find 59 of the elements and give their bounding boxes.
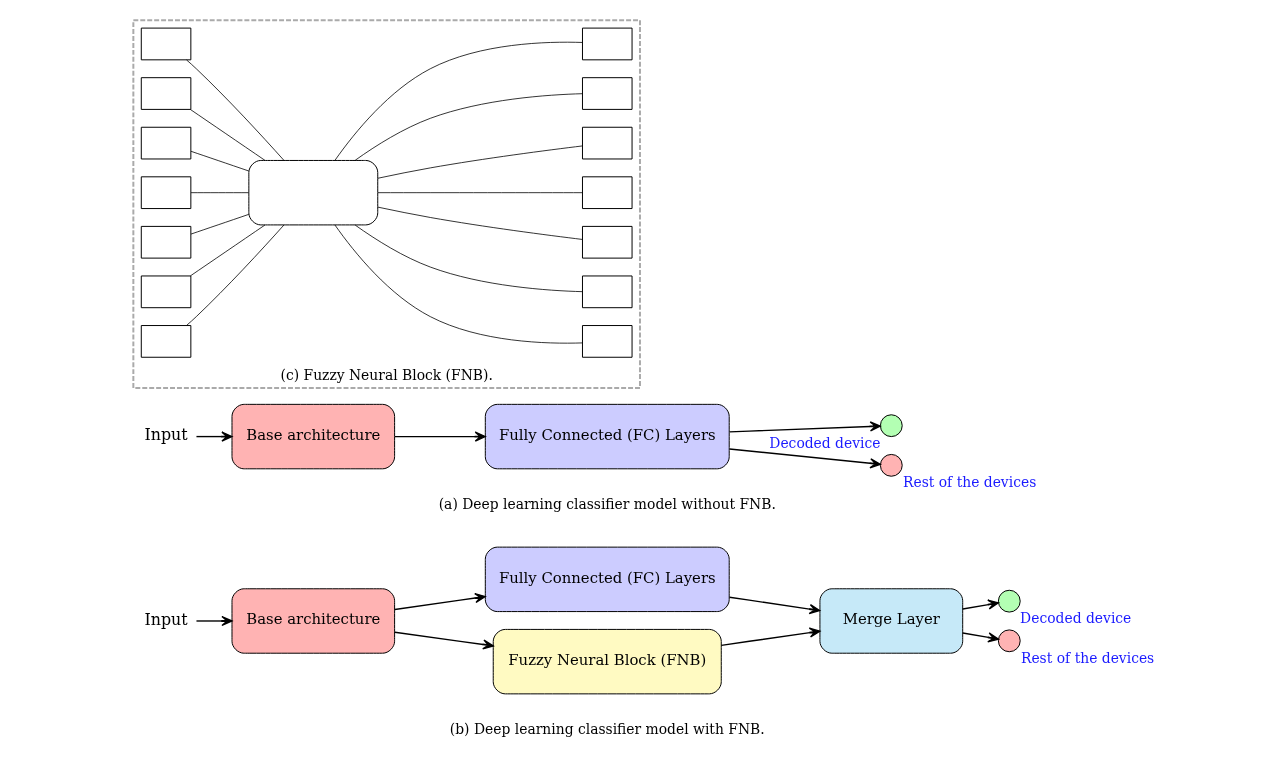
connector: [354, 93, 583, 161]
connector: [190, 192, 249, 194]
node-box: Base architecture: [231, 403, 395, 470]
arrow: [195, 615, 233, 627]
connector: [189, 109, 265, 161]
node-label: Decoded device: [1019, 610, 1131, 627]
node-box: [140, 77, 191, 110]
arrow: [728, 596, 820, 615]
node-box: [140, 176, 191, 210]
arrow: [961, 632, 999, 643]
node-label: Decoded device: [768, 434, 880, 451]
connector: [354, 224, 583, 293]
connector: [377, 206, 583, 240]
label: (a) Deep learning classifier model without FNB.: [438, 495, 776, 512]
arrow: [393, 431, 486, 442]
arrow: [728, 448, 881, 469]
label: (b) Deep learning classifier model with FNB.: [449, 720, 765, 737]
arrow: [393, 592, 486, 611]
node-box: [140, 27, 191, 61]
node-box: [581, 225, 633, 259]
connector: [189, 224, 265, 277]
connector: [377, 192, 583, 194]
node-box: Fully Connected (FC) Layers: [484, 546, 730, 613]
cluster: (c) Fuzzy Neural Block (FNB).: [131, 19, 641, 389]
arrow: [728, 421, 881, 433]
node-label: Rest of the devices: [902, 474, 1036, 491]
arrow: [393, 631, 494, 650]
node-box: [140, 325, 191, 358]
node-circle: [879, 453, 903, 477]
node-circle: [997, 629, 1021, 653]
node-box: Merge Layer: [818, 588, 963, 654]
node-text: Input: [143, 425, 188, 445]
connector: [190, 213, 249, 235]
node-box: [140, 225, 191, 259]
node-box: [247, 159, 378, 226]
node-circle: [997, 589, 1021, 613]
node-box: Base architecture: [231, 588, 395, 654]
connector: [334, 41, 583, 161]
node-box: [140, 275, 191, 309]
arrow: [195, 431, 233, 442]
node-box: [581, 325, 633, 358]
node-label: Rest of the devices: [1020, 649, 1154, 666]
node-box: [581, 126, 633, 160]
arrow: [720, 627, 820, 647]
node-box: [581, 27, 633, 61]
node-box: [581, 176, 633, 210]
connector: [185, 224, 284, 326]
arrow: [961, 599, 999, 610]
node-circle: [879, 414, 903, 438]
connector: [185, 59, 284, 161]
connector: [190, 150, 249, 172]
node-box: Fully Connected (FC) Layers: [484, 403, 730, 470]
node-box: [581, 275, 633, 309]
connector: [377, 145, 583, 179]
connector: [334, 224, 583, 344]
node-box: Fuzzy Neural Block (FNB): [492, 628, 722, 695]
node-box: [581, 77, 633, 110]
node-text: Input: [143, 609, 188, 629]
node-box: [140, 126, 191, 160]
